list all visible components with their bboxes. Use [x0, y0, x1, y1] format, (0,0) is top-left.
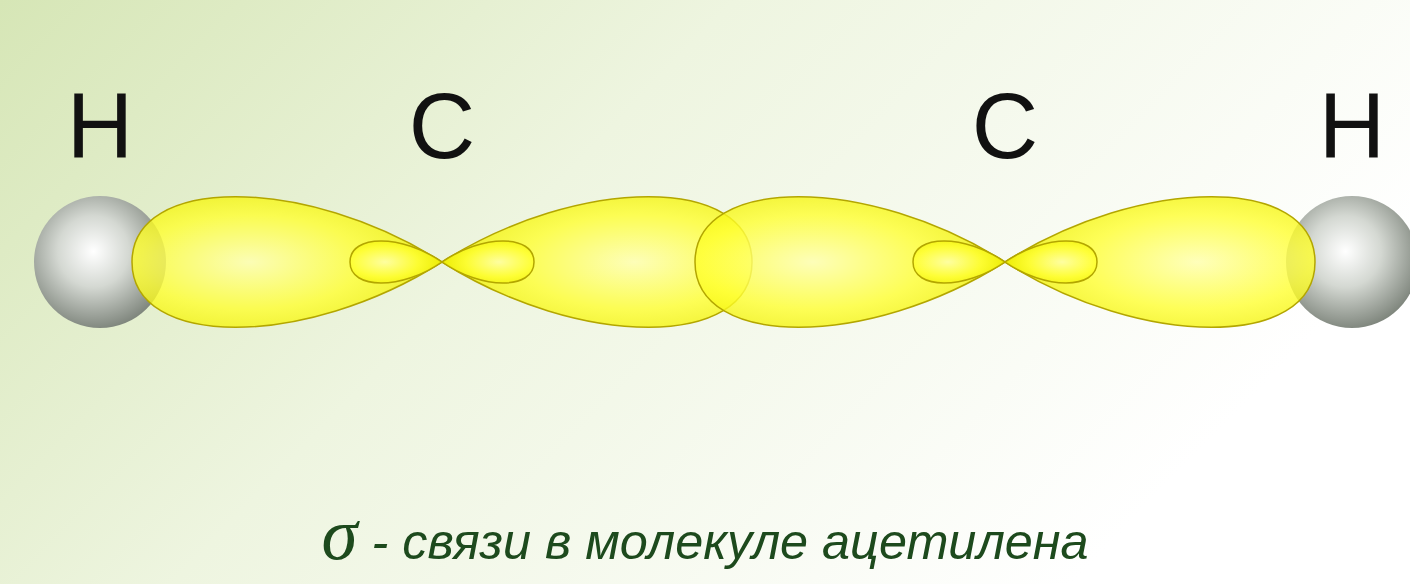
atom-symbol: C	[972, 80, 1038, 172]
orbital-lobe	[1005, 197, 1315, 328]
atom-symbol: H	[67, 80, 133, 172]
orbital-lobe	[913, 241, 1005, 283]
hybrid-orbitals	[132, 197, 1315, 328]
orbital-lobe	[1005, 241, 1097, 283]
orbital-lobe	[350, 241, 442, 283]
orbital-lobe	[695, 197, 1005, 328]
orbital-lobe	[132, 197, 442, 328]
atom-symbol: C	[409, 80, 475, 172]
figure-caption: σ - связи в молекуле ацетилена	[0, 497, 1410, 574]
orbital-lobe	[442, 241, 534, 283]
atom-symbol: H	[1319, 80, 1385, 172]
